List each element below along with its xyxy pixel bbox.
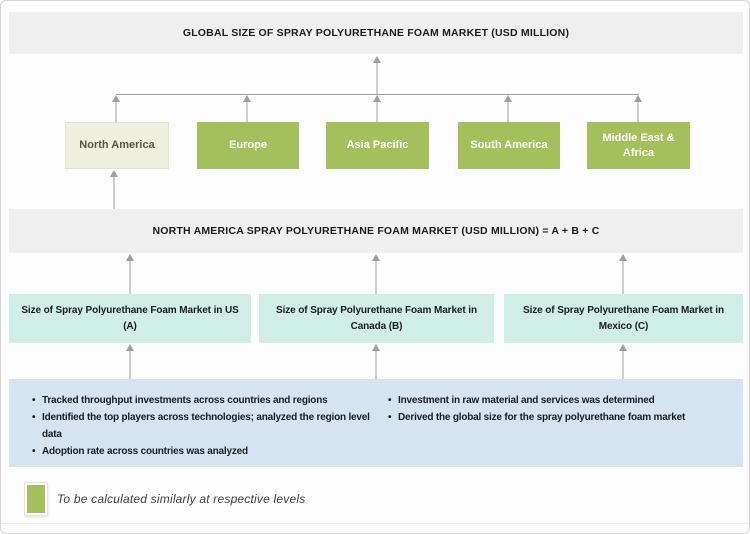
arrow-shaft: [129, 349, 131, 379]
bullet-item: Tracked throughput investments across co…: [31, 392, 381, 409]
arrowhead-icon: [504, 95, 512, 102]
arrow-shaft: [376, 100, 378, 122]
region-label: South America: [470, 139, 548, 152]
arrow-shaft: [113, 175, 115, 209]
bullet-item: Adoption rate across countries was analy…: [31, 443, 381, 460]
arrowhead-icon: [126, 254, 134, 261]
methodology-box: Tracked throughput investments across co…: [9, 379, 743, 467]
market-box-line1: Size of Spray Polyurethane Foam Market i…: [523, 304, 724, 316]
methodology-left-column: Tracked throughput investments across co…: [31, 392, 381, 460]
arrowhead-icon: [372, 344, 380, 351]
arrow-shaft: [129, 259, 131, 294]
north-america-market-banner: NORTH AMERICA SPRAY POLYURETHANE FOAM MA…: [9, 209, 743, 253]
arrowhead-icon: [372, 254, 380, 261]
page-bottom-border: [1, 523, 749, 524]
bullet-item: Identified the top players across techno…: [31, 409, 381, 443]
arrowhead-icon: [373, 95, 381, 102]
global-market-banner: GLOBAL SIZE OF SPRAY POLYURETHANE FOAM M…: [9, 12, 743, 54]
market-box-line1: Size of Spray Polyurethane Foam Market i…: [276, 304, 477, 316]
arrowhead-icon: [243, 95, 251, 102]
arrow-up-method-to-canada: [371, 344, 381, 379]
arrowhead-icon: [634, 95, 642, 102]
market-box-line1: Size of Spray Polyurethane Foam Market i…: [21, 304, 239, 316]
arrow-shaft: [375, 349, 377, 379]
arrow-up-south-america-branch: [503, 95, 513, 122]
market-box-canada: Size of Spray Polyurethane Foam Market i…: [259, 294, 494, 343]
region-box-south-america: South America: [458, 122, 560, 169]
arrow-up-method-to-us: [125, 344, 135, 379]
region-connector-line: [116, 94, 639, 95]
global-market-title: GLOBAL SIZE OF SPRAY POLYURETHANE FOAM M…: [182, 27, 570, 39]
arrow-shaft: [376, 61, 378, 94]
market-box-line2: Mexico (C): [598, 320, 649, 332]
arrow-up-method-to-mexico: [618, 344, 628, 379]
region-box-europe: Europe: [197, 122, 299, 169]
arrow-shaft: [246, 100, 248, 122]
arrowhead-icon: [126, 344, 134, 351]
arrowhead-icon: [619, 254, 627, 261]
arrow-up-north-america-branch: [111, 95, 121, 122]
legend-green-swatch: [25, 483, 47, 515]
arrow-up-europe-branch: [242, 95, 252, 122]
arrowhead-icon: [373, 56, 381, 63]
arrow-shaft: [622, 349, 624, 379]
market-box-line2: (A): [123, 320, 137, 332]
arrow-up-middle-east-africa-branch: [633, 95, 643, 122]
arrow-up-canada-to-na-banner: [371, 254, 381, 294]
methodology-right-column: Investment in raw material and services …: [387, 392, 739, 426]
arrow-up-to-north-america-box: [109, 170, 119, 209]
region-label: Middle East & Africa: [602, 132, 675, 159]
region-label: Asia Pacific: [346, 139, 409, 152]
arrow-shaft: [507, 100, 509, 122]
region-box-north-america: North America: [65, 122, 169, 169]
region-box-middle-east-africa: Middle East & Africa: [587, 122, 690, 169]
arrowhead-icon: [112, 95, 120, 102]
bullet-item: Derived the global size for the spray po…: [387, 409, 739, 426]
arrowhead-icon: [110, 170, 118, 177]
arrow-up-us-to-na-banner: [125, 254, 135, 294]
north-america-market-title: NORTH AMERICA SPRAY POLYURETHANE FOAM MA…: [152, 225, 600, 237]
arrowhead-icon: [619, 344, 627, 351]
arrow-up-to-global-banner: [372, 56, 382, 94]
region-label: Europe: [229, 139, 267, 152]
arrow-shaft: [622, 259, 624, 294]
market-box-line2: Canada (B): [350, 320, 403, 332]
arrow-up-mexico-to-na-banner: [618, 254, 628, 294]
arrow-shaft: [637, 100, 639, 122]
market-box-us: Size of Spray Polyurethane Foam Market i…: [9, 294, 251, 343]
arrow-shaft: [115, 100, 117, 122]
market-box-mexico: Size of Spray Polyurethane Foam Market i…: [504, 294, 743, 343]
arrow-up-asia-pacific-branch: [372, 95, 382, 122]
region-box-asia-pacific: Asia Pacific: [326, 122, 429, 169]
bullet-item: Investment in raw material and services …: [387, 392, 739, 409]
arrow-shaft: [375, 259, 377, 294]
legend-label: To be calculated similarly at respective…: [57, 492, 306, 506]
region-label: North America: [79, 139, 155, 152]
